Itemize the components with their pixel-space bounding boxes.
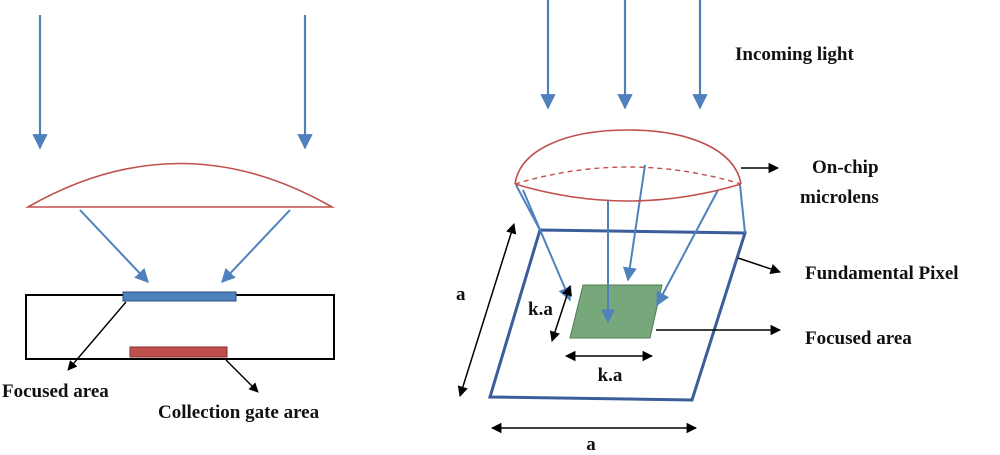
dim-ka-vertical-arrow xyxy=(549,285,573,342)
right-microlens-dome xyxy=(514,129,742,185)
right-converging-ray-3 xyxy=(622,164,646,282)
fundamental-pixel-label: Fundamental Pixel xyxy=(805,263,959,284)
left-collection-gate-leader xyxy=(225,359,259,393)
on-chip-label-line1: On-chip xyxy=(812,157,879,178)
right-focused-area xyxy=(569,284,663,339)
right-focused-area-label: Focused area xyxy=(805,328,912,349)
right-microlens-back-dashed xyxy=(514,166,742,185)
left-focused-area-strip xyxy=(122,291,237,302)
dim-ka-vertical-label: k.a xyxy=(528,299,553,320)
right-microlens-front xyxy=(514,183,742,202)
on-chip-label-line2: microlens xyxy=(800,187,879,208)
left-converging-ray-1 xyxy=(79,209,149,284)
collection-gate-area-label: Collection gate area xyxy=(158,402,320,423)
left-focused-area-label: Focused area xyxy=(2,381,109,402)
left-converging-ray-2 xyxy=(221,209,291,284)
left-microlens xyxy=(24,162,336,208)
left-focused-area-leader xyxy=(67,301,127,371)
dim-a-left-label: a xyxy=(456,284,466,305)
right-converging-ray-1 xyxy=(522,189,572,302)
right-diagram: Incoming light On-chip microlens Fundame… xyxy=(456,0,959,455)
dim-a-left-arrow xyxy=(457,222,517,398)
dim-ka-horizontal-label: k.a xyxy=(598,365,623,386)
incoming-light-label: Incoming light xyxy=(735,44,854,65)
right-converging-ray-4 xyxy=(656,189,719,307)
left-collection-gate-strip xyxy=(129,346,228,358)
dim-a-bottom-label: a xyxy=(586,434,596,450)
cone-ray-right xyxy=(739,184,746,234)
left-diagram: Focused area Collection gate area xyxy=(2,15,336,423)
fundamental-pixel-leader xyxy=(737,257,781,274)
